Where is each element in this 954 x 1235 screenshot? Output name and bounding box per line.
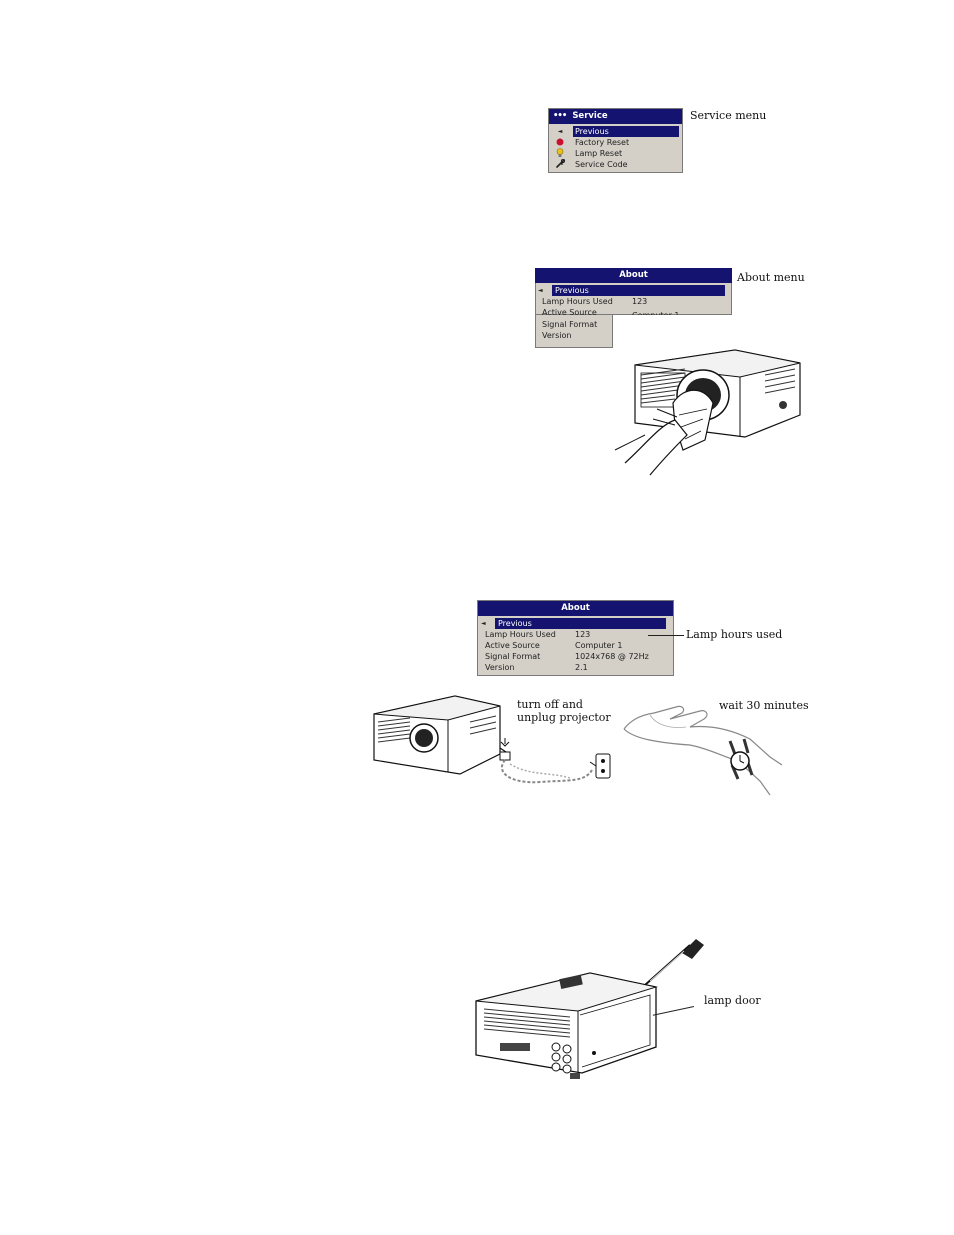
about-full-row-active-source: Active Source Computer 1	[485, 641, 623, 650]
service-menu: •••Service ◄ Previous Factory Reset Lamp…	[548, 108, 683, 173]
about-row-version: Version	[542, 331, 572, 340]
service-menu-caption: Service menu	[690, 109, 767, 122]
lens-cleaning-illustration	[614, 349, 801, 476]
about-menu-top: About ◄ Previous Lamp Hours Used 123 Act…	[535, 268, 743, 355]
wait-30-minutes-illustration	[623, 705, 783, 796]
left-arrow-icon: ◄	[557, 128, 563, 135]
wait-caption: wait 30 minutes	[719, 699, 809, 712]
about-full-row-lamp-hours: Lamp Hours Used 123	[485, 630, 591, 639]
about-full-row-signal-format: Signal Format 1024x768 @ 72Hz	[485, 652, 649, 661]
lamp-door-caption: lamp door	[704, 994, 761, 1007]
about-menu-previous[interactable]: ◄ Previous	[535, 285, 732, 296]
about-menu-title: About	[535, 268, 732, 283]
menu-item-previous[interactable]: ◄ Previous	[549, 126, 682, 137]
unplug-projector-illustration	[373, 695, 611, 784]
unplug-caption: turn off and unplug projector	[517, 698, 611, 724]
menu-item-factory-reset[interactable]: Factory Reset	[549, 137, 682, 148]
about-menu-full-previous[interactable]: ◄ Previous	[478, 618, 673, 629]
menu-dots-icon: •••	[553, 111, 567, 121]
red-dot-icon	[555, 137, 565, 148]
about-full-row-version: Version 2.1	[485, 663, 588, 672]
bulb-icon	[555, 148, 565, 160]
left-arrow-icon: ◄	[538, 287, 543, 294]
about-menu-full-title: About	[478, 601, 673, 616]
about-menu-caption: About menu	[737, 271, 805, 284]
service-menu-title: •••Service	[549, 109, 682, 124]
lamp-hours-caption: Lamp hours used	[686, 628, 783, 641]
lamp-door-illustration	[475, 939, 704, 1079]
about-menu-full: About ◄ Previous Lamp Hours Used 123 Act…	[477, 600, 674, 676]
about-row-lamp-hours: Lamp Hours Used 123	[542, 297, 648, 306]
about-row-signal-format: Signal Format	[542, 320, 598, 329]
lamp-hours-leader-line	[648, 635, 684, 636]
left-arrow-icon: ◄	[481, 620, 486, 627]
menu-item-service-code[interactable]: Service Code	[549, 158, 682, 170]
menu-item-lamp-reset[interactable]: Lamp Reset	[549, 148, 682, 159]
wrench-icon	[555, 158, 565, 170]
